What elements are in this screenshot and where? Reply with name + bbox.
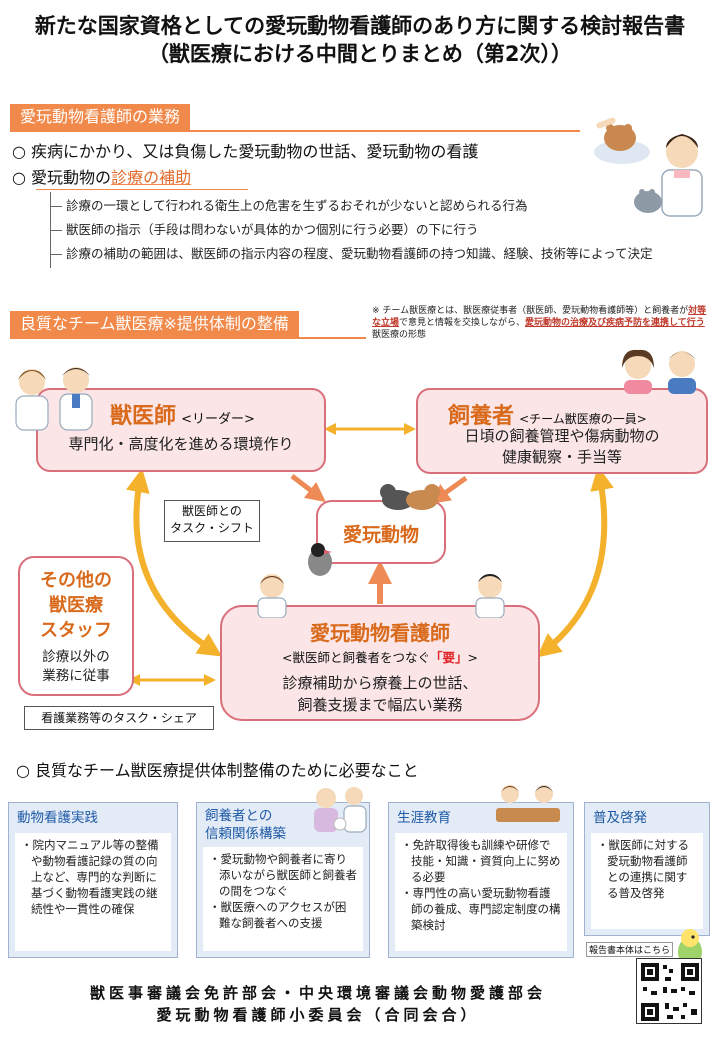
other-staff-title-3: スタッフ	[40, 620, 112, 641]
section-divider	[10, 130, 580, 132]
task-shift-callout: 獣医師との タスク・シフト	[164, 500, 260, 542]
nurse-illustration-left	[257, 574, 287, 618]
vet-description: 専門化・高度化を進める環境作り	[68, 435, 294, 453]
note-text-2: で意見と情報を交換しながら、	[399, 318, 526, 328]
tree-tick-2	[50, 230, 62, 231]
card-lifelong-education-body: ・免許取得後も訓練や研修で技能・知識・資質向上に努める必要 ・専門性の高い愛玩動…	[395, 833, 567, 951]
footer-line-2: 愛玩動物看護師小委員会（合同会合）	[156, 1006, 480, 1024]
assist-detail-1: 診療の一環として行われる衛生上の危害を生ずるおそれが少ないと認められる行為	[66, 198, 528, 213]
task-shift-line-2: タスク・シフト	[170, 521, 254, 535]
card-item: ・院内マニュアル等の整備や動物看護記録の質の向上など、専門的な判断に基づく動物看…	[21, 838, 159, 916]
nurse-elder-dog-illustration	[314, 787, 367, 833]
owner-box: 飼養者 <チーム獣医療の一員> 日頃の飼養管理や傷病動物の 健康観察・手当等	[416, 388, 708, 474]
students-illustration	[496, 785, 560, 822]
bird-illustration	[308, 543, 332, 576]
card-owner-trust-title-1: 飼養者との	[205, 808, 273, 824]
nurse-box: 愛玩動物看護師 <獣医師と飼養者をつなぐ「要」> 診療補助から療養上の世話、 飼…	[220, 605, 540, 721]
tree-tick-1	[50, 206, 62, 207]
nurse-description-2: 飼養支援まで幅広い業務	[297, 696, 463, 714]
nurse-role: <獣医師と飼養者をつなぐ「要」>	[222, 647, 538, 666]
vet-role: <リーダー>	[181, 412, 255, 427]
task-shift-line-1: 獣医師との	[182, 504, 242, 518]
duty-bullet-assist-highlight: 診療の補助	[111, 168, 192, 187]
card-item: ・獣医療へのアクセスが困難な飼養者への支援	[209, 900, 347, 930]
qr-code[interactable]	[636, 958, 702, 1024]
note-bold-1: 対等な立場	[372, 306, 707, 328]
nurse-description-1: 診療補助から療養上の世話、	[282, 674, 478, 692]
task-share-callout: 看護業務等のタスク・シェア	[24, 706, 214, 730]
report-link[interactable]: 報告書本体はこちら	[586, 942, 674, 957]
owner-couple-illustration	[622, 349, 696, 394]
footer-line-1: 獣医事審議会免許部会・中央環境審議会動物愛護部会	[89, 984, 546, 1002]
card-lifelong-education: 生涯教育 ・免許取得後も訓練や研修で技能・知識・資質向上に努める必要 ・専門性の…	[388, 802, 574, 958]
card-awareness: 普及啓発 ・獣医師に対する愛玩動物看護師との連携に関する普及啓発	[584, 802, 710, 936]
diagram-arrows	[126, 423, 614, 686]
document-title: 新たな国家資格としての愛玩動物看護師のあり方に関する検討報告書 （獣医療における…	[0, 12, 720, 68]
owner-role: <チーム獣医療の一員>	[519, 412, 647, 426]
highlight-underline	[36, 189, 248, 190]
owner-description-2: 健康観察・手当等	[501, 448, 622, 466]
section-header-duties: 愛玩動物看護師の業務	[10, 104, 191, 130]
card-item: ・免許取得後も訓練や研修で技能・知識・資質向上に努める必要	[401, 838, 561, 884]
owner-heading: 飼養者 <チーム獣医療の一員>	[448, 398, 647, 430]
other-staff-title: その他の 獣医療 スタッフ	[20, 568, 132, 643]
other-staff-title-2: 獣医療	[49, 595, 103, 616]
section-divider-2	[10, 337, 366, 339]
vet-heading: 獣医師 <リーダー>	[110, 398, 255, 430]
duty-bullet-assist-prefix: ○ 愛玩動物の	[12, 168, 112, 187]
card-awareness-title: 普及啓発	[593, 810, 647, 826]
card-nursing-practice: 動物看護実践 ・院内マニュアル等の整備や動物看護記録の質の向上など、専門的な判断…	[8, 802, 178, 958]
nurse-title: 愛玩動物看護師	[310, 621, 450, 645]
other-staff-box: その他の 獣医療 スタッフ 診療以外の 業務に従事	[18, 556, 134, 696]
other-staff-text-1: 診療以外の	[42, 649, 110, 665]
assist-detail-3: 診療の補助の範囲は、獣医師の指示内容の程度、愛玩動物看護師の持つ知識、経験、技術…	[66, 246, 653, 261]
card-lifelong-education-title: 生涯教育	[397, 810, 451, 826]
team-care-note: ※ チーム獣医療とは、獣医療従事者（獣医師、愛玩動物看護師等）と飼養者が対等な立…	[372, 305, 712, 341]
other-staff-text-2: 業務に従事	[42, 668, 110, 684]
note-bold-2: 愛玩動物の治療及び疾病予防を連携して行う	[525, 318, 705, 328]
card-awareness-body: ・獣医師に対する愛玩動物看護師との連携に関する普及啓発	[591, 833, 703, 929]
section-header-team: 良質なチーム獣医療※提供体制の整備	[10, 311, 299, 337]
card-nursing-practice-body: ・院内マニュアル等の整備や動物看護記録の質の向上など、専門的な判断に基づく動物看…	[15, 833, 171, 951]
nurse-illustration-right	[475, 574, 505, 618]
card-owner-trust-title: 飼養者との 信頼関係構築	[205, 807, 286, 843]
nurse-role-key: 「要」	[429, 650, 468, 665]
owner-title: 飼養者	[448, 404, 515, 429]
other-staff-title-1: その他の	[40, 570, 112, 591]
note-text-3: 獣医療の形態	[372, 330, 427, 340]
duty-bullet-assist: ○ 愛玩動物の診療の補助	[12, 167, 191, 189]
duty-bullet-care: ○ 疾病にかかり、又は負傷した愛玩動物の世話、愛玩動物の看護	[12, 142, 479, 161]
owner-description-1: 日頃の飼養管理や傷病動物の	[464, 427, 660, 445]
card-nursing-practice-title: 動物看護実践	[17, 810, 98, 826]
other-staff-description: 診療以外の 業務に従事	[20, 648, 132, 686]
nurse-role-prefix: <獣医師と飼養者をつなぐ	[282, 650, 430, 665]
nurse-role-suffix: >	[467, 650, 478, 665]
vet-title: 獣医師	[110, 404, 177, 429]
dog-cat-illustration	[380, 484, 440, 510]
needs-heading: ○ 良質なチーム獣医療提供体制整備のために必要なこと	[16, 761, 419, 780]
tree-tick-3	[50, 254, 62, 255]
card-item: ・専門性の高い愛玩動物看護師の養成、専門認定制度の構築検討	[401, 886, 561, 932]
pet-box: 愛玩動物	[316, 500, 446, 564]
card-item: ・愛玩動物や飼養者に寄り添いながら獣医師と飼養者の間をつなぐ	[209, 852, 357, 898]
card-owner-trust-body: ・愛玩動物や飼養者に寄り添いながら獣医師と飼養者の間をつなぐ ・獣医療へのアクセ…	[203, 847, 363, 951]
note-text-1: ※ チーム獣医療とは、獣医療従事者（獣医師、愛玩動物看護師等）と飼養者が	[372, 306, 689, 316]
vet-doctors-illustration	[15, 367, 93, 431]
card-item: ・獣医師に対する愛玩動物看護師との連携に関する普及啓発	[597, 838, 689, 900]
title-line-1: 新たな国家資格としての愛玩動物看護師のあり方に関する検討報告書	[34, 14, 686, 38]
title-line-2: （獣医療における中間とりまとめ（第2次））	[147, 42, 573, 66]
card-owner-trust-title-2: 信頼関係構築	[205, 826, 286, 842]
assist-detail-2: 獣医師の指示（手段は問わないが具体的かつ個別に行う必要）の下に行う	[66, 222, 479, 237]
nurse-cats-illustration	[594, 117, 703, 217]
pet-title: 愛玩動物	[342, 524, 419, 546]
